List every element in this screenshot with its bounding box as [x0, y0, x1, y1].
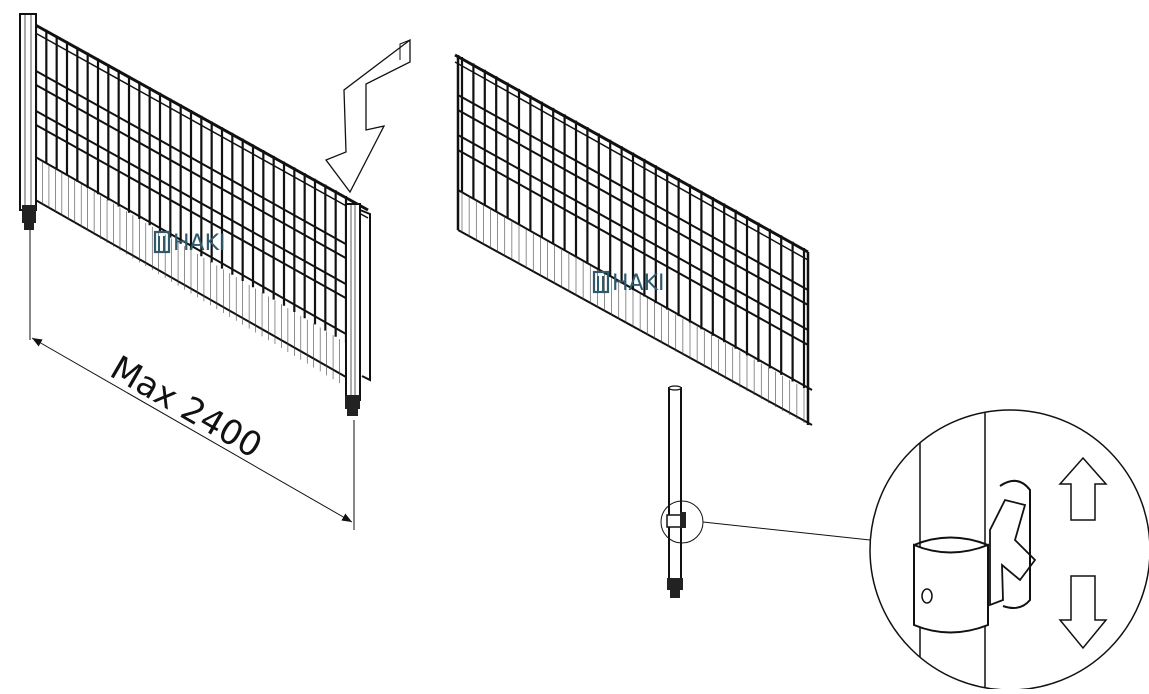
insert-arrow-icon	[324, 38, 411, 194]
post-right	[345, 203, 371, 416]
fence-panel-assembled	[19, 13, 371, 416]
dimension-line	[29, 230, 355, 530]
down-arrow-icon	[1058, 575, 1108, 650]
logo-text: HAKI	[612, 271, 665, 296]
haki-logo-left: HAKI	[153, 230, 226, 256]
haki-logo-right: HAKI	[592, 270, 665, 296]
logo-text: HAKI	[173, 231, 226, 256]
fence-panel-detached	[454, 53, 813, 426]
dimension-label: Max 2400	[104, 348, 269, 466]
up-arrow-icon	[1058, 456, 1108, 521]
detail-leader	[702, 521, 871, 541]
post-left	[19, 13, 37, 230]
post-standalone	[660, 385, 704, 598]
clamp-detail	[869, 409, 1149, 691]
